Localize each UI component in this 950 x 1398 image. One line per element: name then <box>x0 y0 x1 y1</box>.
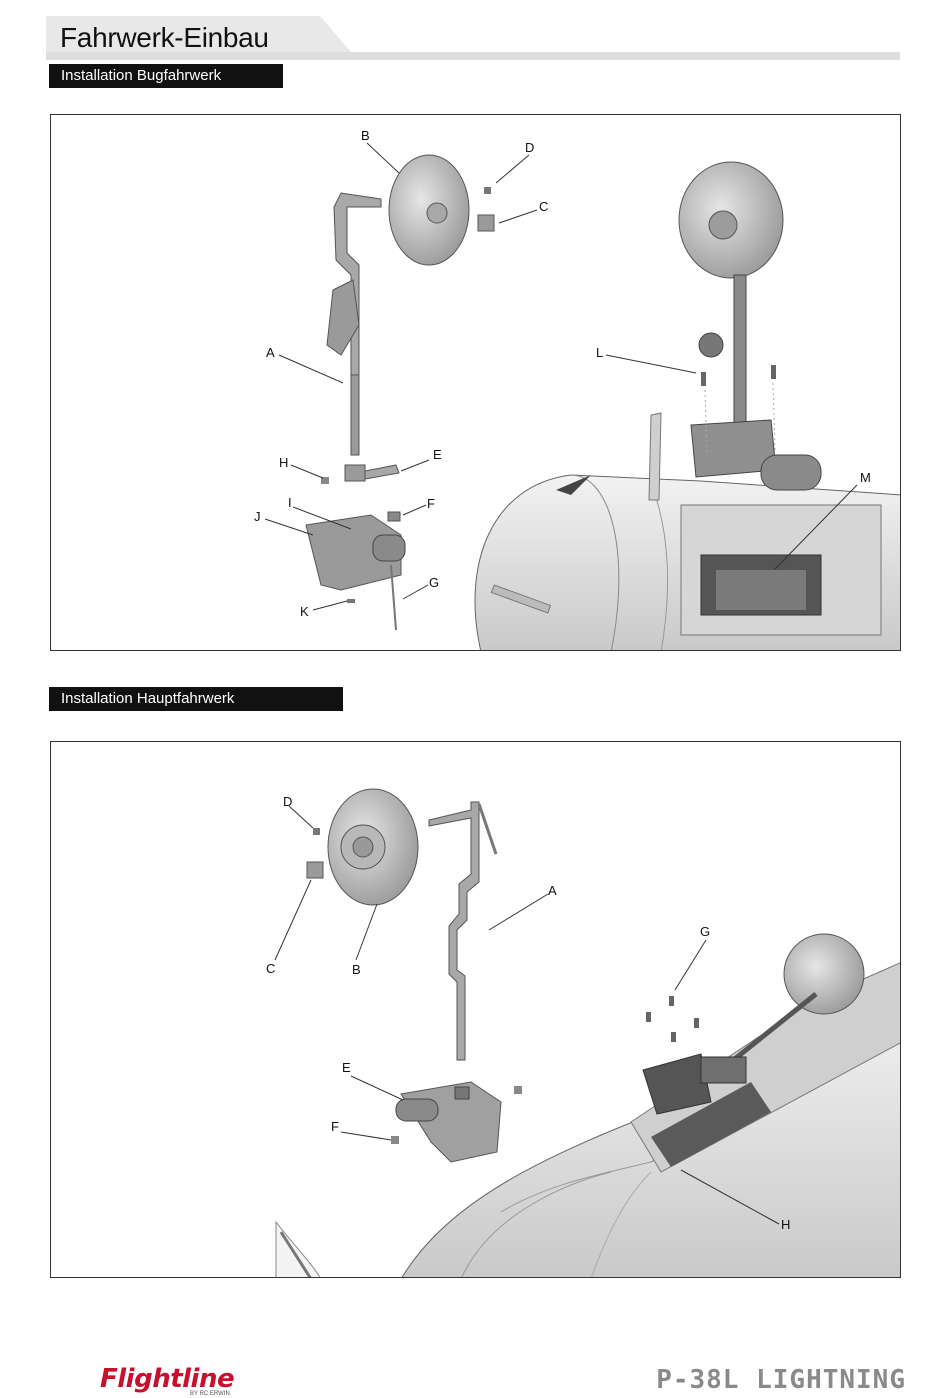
callout-d: D <box>283 794 292 809</box>
callout-b: B <box>361 128 370 143</box>
callout-f: F <box>331 1119 339 1134</box>
callout-d: D <box>525 140 534 155</box>
callout-e: E <box>433 447 442 462</box>
model-name: P-38L LIGHTNING <box>656 1365 906 1395</box>
section-label-nose-gear: Installation Bugfahrwerk <box>49 64 283 88</box>
main-gear-illustration <box>51 742 901 1278</box>
callout-k: K <box>300 604 309 619</box>
callout-l: L <box>596 345 603 360</box>
callout-g: G <box>429 575 439 590</box>
callout-f: F <box>427 496 435 511</box>
callout-a: A <box>548 883 557 898</box>
callout-i: I <box>288 495 292 510</box>
section-label-main-gear: Installation Hauptfahrwerk <box>49 687 343 711</box>
callout-m: M <box>860 470 871 485</box>
callout-h: H <box>279 455 288 470</box>
callout-b: B <box>352 962 361 977</box>
brand-logo-sub: BY RC ERWIN <box>190 1391 230 1397</box>
callout-h: H <box>781 1217 790 1232</box>
brand-logo: Flightline <box>100 1364 234 1394</box>
callout-j: J <box>254 509 261 524</box>
callout-c: C <box>266 961 275 976</box>
main-gear-diagram: D A G C B E F H <box>50 741 901 1278</box>
nose-gear-diagram: B D C A L H E M I F J G K <box>50 114 901 651</box>
page-header: Fahrwerk-Einbau <box>46 16 900 60</box>
callout-g: G <box>700 924 710 939</box>
nose-gear-illustration <box>51 115 901 651</box>
callout-c: C <box>539 199 548 214</box>
callout-e: E <box>342 1060 351 1075</box>
page-title: Fahrwerk-Einbau <box>60 22 269 54</box>
callout-a: A <box>266 345 275 360</box>
